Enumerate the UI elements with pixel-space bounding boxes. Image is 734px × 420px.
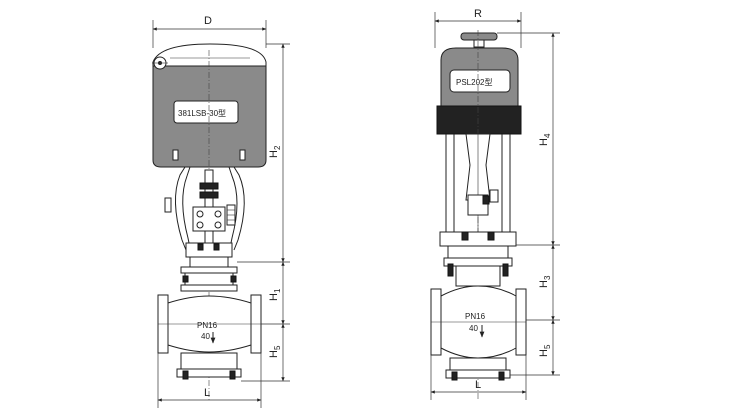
left-dim-l-label: L [204,387,210,399]
left-valve-body: PN16 40 [157,294,262,380]
left-pressure-label: PN16 [197,321,218,330]
left-bonnet [180,242,238,292]
right-size-label: 40 [469,324,478,333]
right-handwheel [460,32,498,48]
left-dim-h5-sub: 5 [273,345,282,350]
right-pressure-label: PN16 [465,312,486,321]
left-dim-h2-sub: 2 [273,145,282,150]
right-valve-view: R PSL202型 [430,8,560,400]
left-dim-h2-label: H [268,150,280,158]
right-dim-l-label: L [475,379,481,391]
right-bonnet [443,245,513,287]
left-height-dimensions: H 2 H 1 H 5 [237,43,290,382]
right-dim-h4-sub: 4 [543,133,552,138]
right-dim-h3-label: H [538,280,550,288]
left-actuator-model-label: 381LSB-30型 [178,109,226,118]
left-actuator: 381LSB-30型 [152,43,267,168]
right-dim-r-label: R [474,8,482,20]
right-dim-h3-sub: 3 [543,275,552,280]
left-size-label: 40 [201,332,210,341]
left-dim-d-label: D [204,15,212,27]
right-actuator-model-label: PSL202型 [456,78,492,87]
left-valve-view: D 381LSB-30型 [152,15,290,408]
right-actuator: PSL202型 [436,47,522,135]
right-dim-h4-label: H [538,138,550,146]
right-height-dimensions: H 4 H 3 H 5 [497,32,560,376]
right-valve-body: PN16 40 [430,285,527,381]
right-yoke [439,30,517,400]
left-dimension-l: L [157,353,262,408]
right-dimension-l: L [430,355,527,400]
right-dimension-r: R [434,8,522,48]
left-dimension-d: D [152,15,267,48]
left-dim-h1-sub: 1 [273,288,282,293]
right-dim-h5-label: H [538,349,550,357]
left-dim-h5-label: H [268,350,280,358]
left-dim-h1-label: H [268,293,280,301]
right-dim-h5-sub: 5 [543,344,552,349]
